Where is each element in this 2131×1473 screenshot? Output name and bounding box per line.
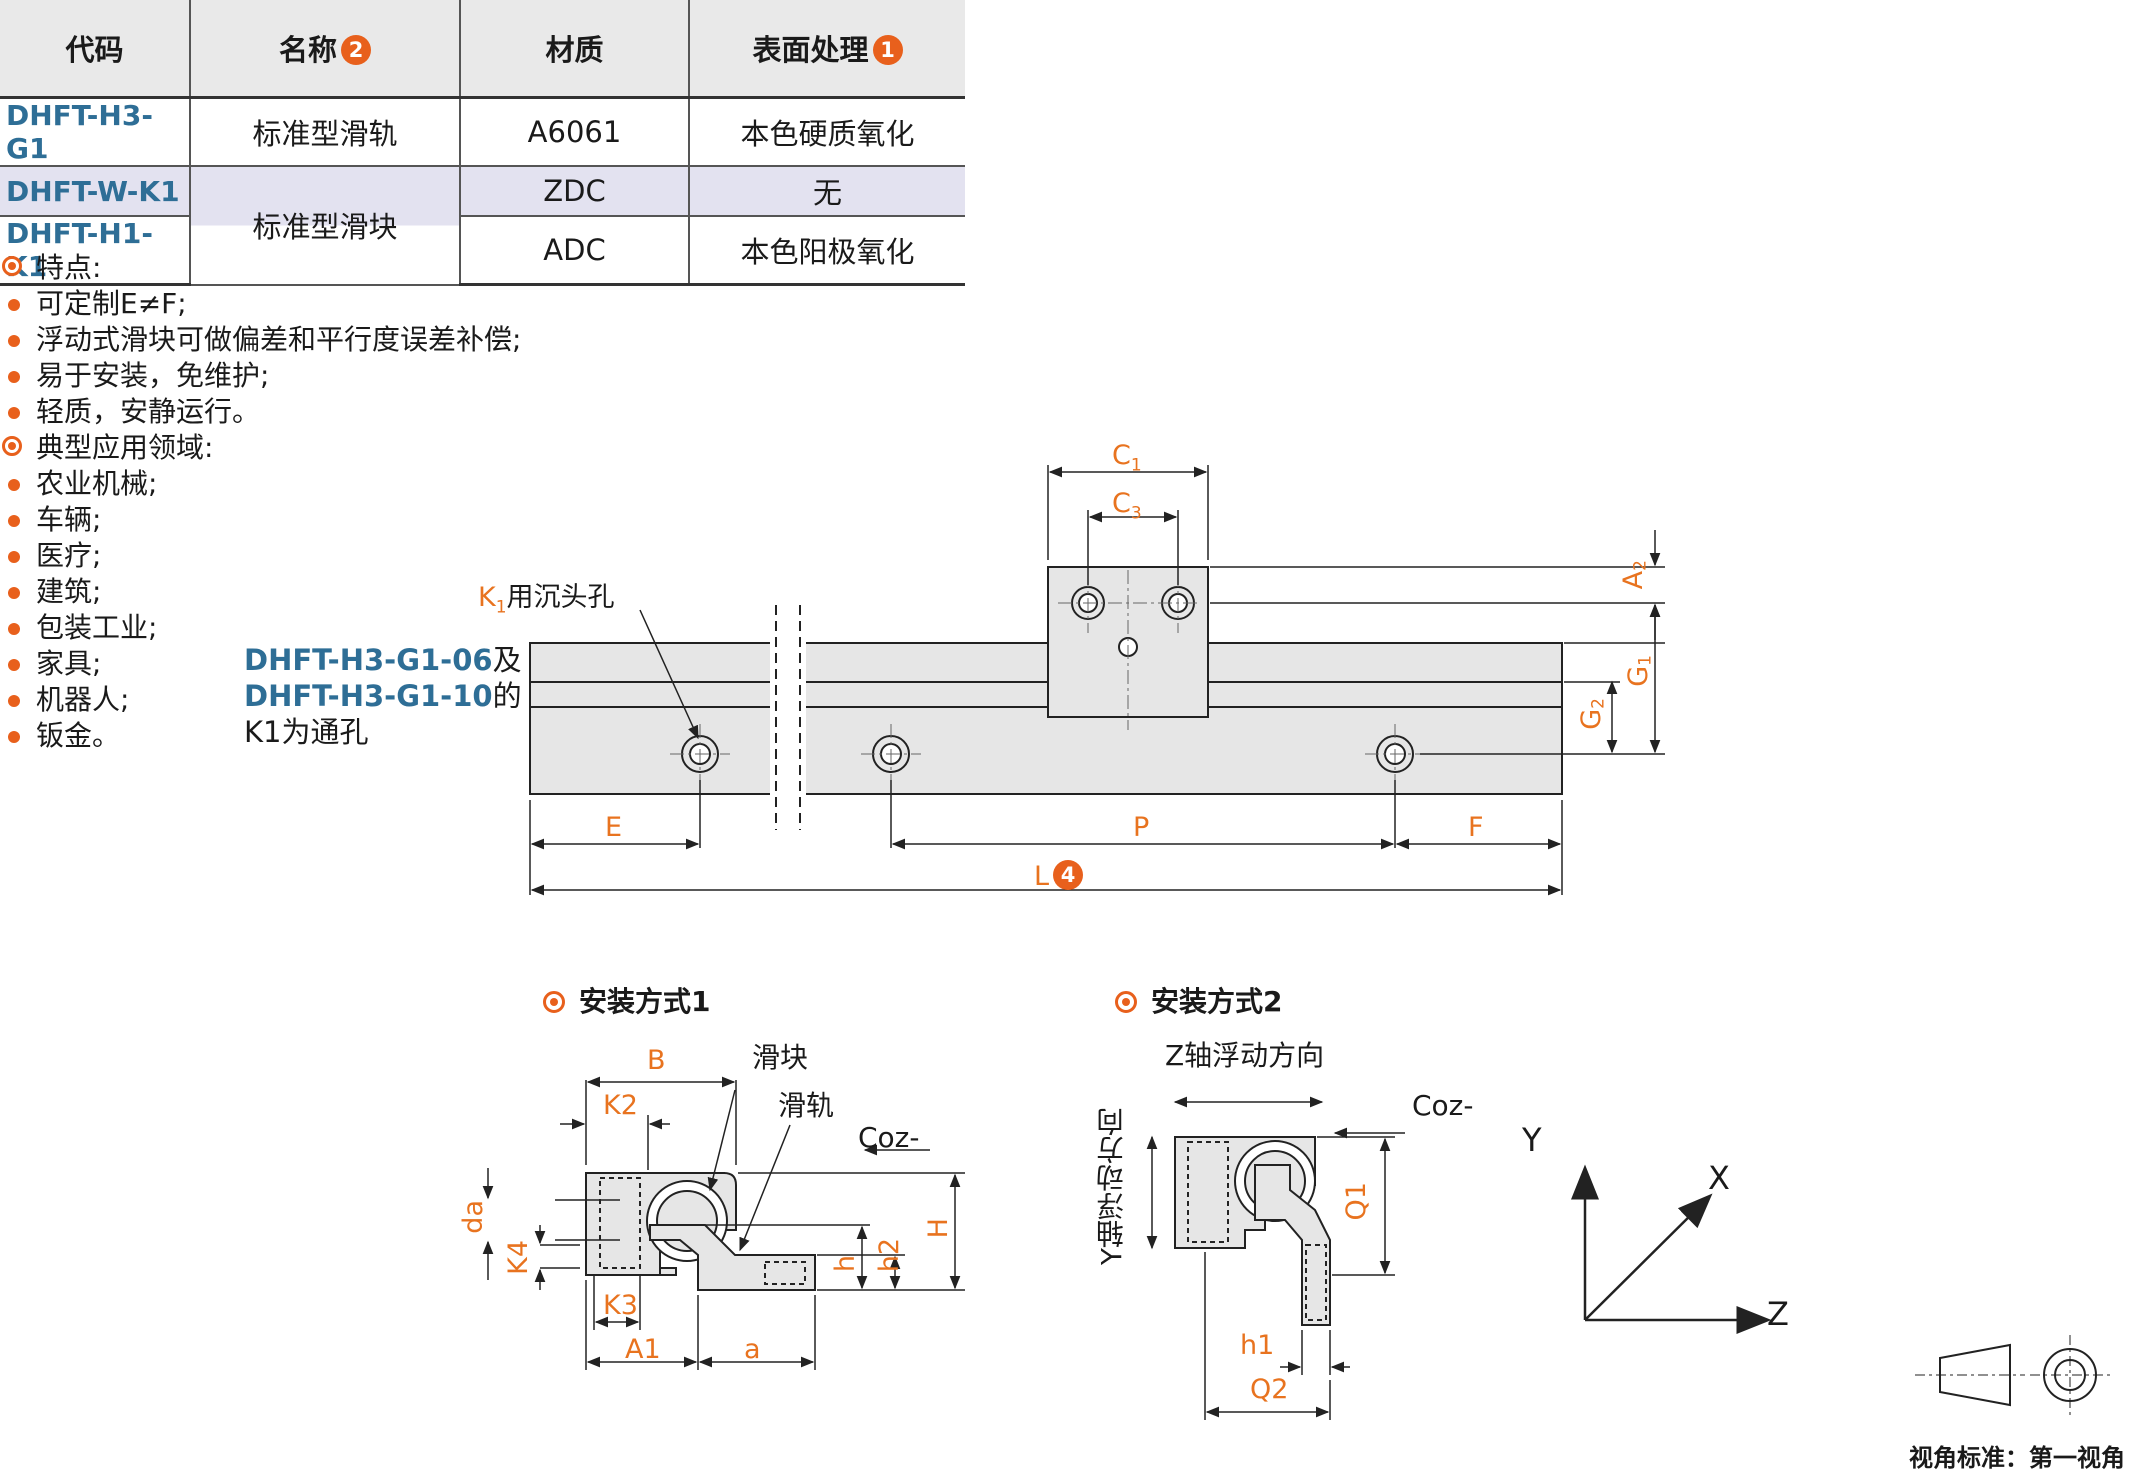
install1-dimensions	[482, 1076, 965, 1370]
list-item: 易于安装，免维护;	[0, 358, 560, 394]
axis-z-label: Z	[1767, 1295, 1789, 1333]
target-icon	[2, 436, 22, 456]
row-surface: 本色硬质氧化	[689, 97, 965, 167]
features-list: 可定制E≠F; 浮动式滑块可做偏差和平行度误差补偿; 易于安装，免维护; 轻质，…	[0, 286, 560, 430]
dim-k3: K3	[603, 1290, 638, 1321]
rail-label: 滑轨	[778, 1089, 835, 1122]
target-icon	[2, 256, 22, 276]
list-item: 家具;	[0, 646, 560, 682]
dim-h1: h1	[1240, 1330, 1275, 1361]
applications-heading: 典型应用领域:	[0, 430, 560, 466]
slider-label: 滑块	[752, 1041, 809, 1074]
view-standard-note: 视角标准：第一视角	[1909, 1444, 2125, 1472]
dim-c1: C1	[1112, 440, 1142, 476]
badge-2: 2	[341, 35, 371, 65]
y-float-label: Y轴浮动方向	[1095, 1108, 1128, 1266]
z-float-label: Z轴浮动方向	[1165, 1039, 1325, 1072]
header-code: 代码	[0, 0, 191, 99]
install2-drawing	[1174, 1136, 1331, 1326]
rail-front-view	[529, 566, 1563, 830]
row-material: ADC	[460, 216, 690, 286]
install2-title: 安装方式2	[1115, 985, 1282, 1019]
axes-triad	[1571, 1164, 1772, 1334]
install1-coz: Coz-	[858, 1121, 920, 1154]
dim-h: h	[830, 1255, 861, 1273]
center-lines	[670, 570, 1425, 784]
dim-k2: K2	[603, 1090, 638, 1121]
install2-coz: Coz-	[1412, 1089, 1474, 1122]
main-dimensions	[529, 465, 1665, 896]
dim-h2: h2	[874, 1238, 905, 1273]
row-code: DHFT-H1-K1	[0, 216, 191, 286]
header-material: 材质	[460, 0, 690, 99]
dim-da: da	[458, 1200, 489, 1234]
target-icon	[1115, 991, 1137, 1013]
dim-q1: Q1	[1341, 1182, 1372, 1221]
list-item: 建筑;	[0, 574, 560, 610]
dim-e: E	[605, 812, 623, 843]
list-item: 浮动式滑块可做偏差和平行度误差补偿;	[0, 322, 560, 358]
dim-p: P	[1133, 812, 1150, 843]
dim-g1: G1	[1623, 655, 1656, 687]
first-angle-projection-icon	[1915, 1335, 2110, 1415]
row-surface: 无	[689, 166, 965, 217]
table-row: DHFT-H3-G1 标准型滑轨 A6061 本色硬质氧化	[0, 97, 965, 167]
dim-f: F	[1468, 812, 1484, 843]
badge-1: 1	[872, 35, 903, 65]
install1-title: 安装方式1	[543, 985, 710, 1019]
row-code: DHFT-W-K1	[0, 166, 191, 217]
axis-y-label: Y	[1522, 1121, 1542, 1159]
install2-dimensions	[1146, 1096, 1405, 1420]
list-item: 轻质，安静运行。	[0, 394, 560, 430]
k1-countersink-label: K1用沉头孔	[478, 582, 615, 618]
feature-panel: 特点: 可定制E≠F; 浮动式滑块可做偏差和平行度误差补偿; 易于安装，免维护;…	[0, 250, 560, 754]
dim-a2: A2	[1618, 560, 1651, 590]
row-name: 标准型滑轨	[190, 97, 461, 167]
badge-4: 4	[1053, 860, 1084, 890]
dim-k4: K4	[503, 1240, 534, 1275]
row-code: DHFT-H3-G1	[0, 97, 191, 167]
dim-H: H	[923, 1218, 954, 1239]
axis-x-label: X	[1708, 1159, 1730, 1197]
dim-b: B	[647, 1045, 666, 1076]
list-item: 包装工业;	[0, 610, 560, 646]
row-material: ZDC	[460, 166, 690, 217]
row-surface: 本色阳极氧化	[689, 216, 965, 286]
row-material: A6061	[460, 97, 690, 167]
list-item: 可定制E≠F;	[0, 286, 560, 322]
features-heading: 特点:	[0, 250, 560, 286]
target-icon	[543, 991, 565, 1013]
table-row: DHFT-H1-K1 ADC 本色阳极氧化	[0, 216, 965, 286]
list-item: 农业机械;	[0, 466, 560, 502]
dim-g2: G2	[1576, 698, 1609, 730]
list-item: 机器人;	[0, 682, 560, 718]
table-row: DHFT-W-K1 标准型滑块 ZDC 无	[0, 166, 965, 286]
dim-a: a	[744, 1334, 761, 1365]
row-name: 标准型滑块	[190, 166, 461, 286]
applications-list: 农业机械; 车辆; 医疗; 建筑; 包装工业; 家具; 机器人; 钣金。	[0, 466, 560, 754]
dim-a1: A1	[625, 1334, 661, 1365]
through-hole-note: DHFT-H3-G1-06及 DHFT-H3-G1-10的 K1为通孔	[244, 643, 522, 749]
dim-q2: Q2	[1250, 1374, 1289, 1405]
list-item: 钣金。	[0, 718, 560, 754]
list-item: 车辆;	[0, 502, 560, 538]
dim-c3: C3	[1112, 488, 1142, 524]
list-item: 医疗;	[0, 538, 560, 574]
install1-drawing	[585, 1172, 816, 1291]
